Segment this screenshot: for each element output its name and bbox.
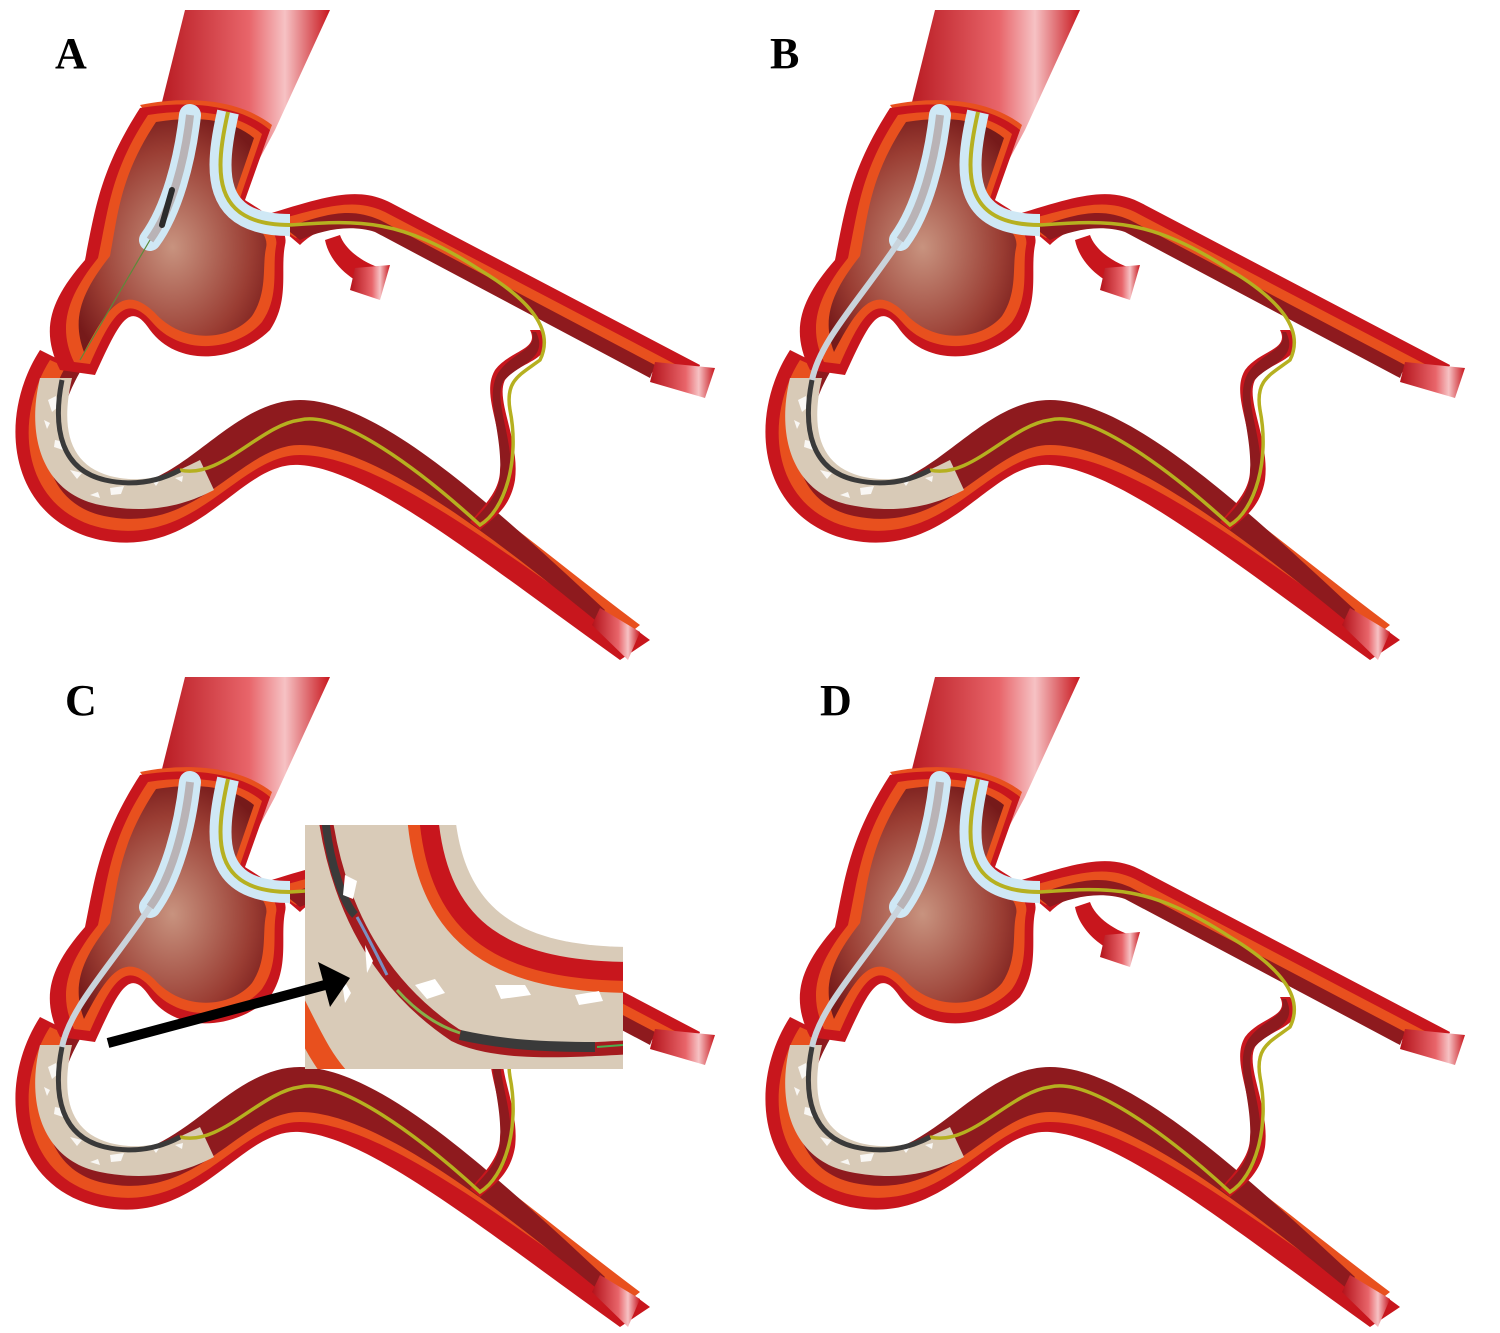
panel-d: D — [750, 667, 1500, 1333]
panel-c: C — [0, 667, 750, 1333]
panel-label: A — [55, 29, 87, 78]
panel-b: B — [750, 0, 1500, 666]
panel-label: C — [65, 676, 97, 725]
vessel-illustration-b — [765, 10, 1465, 660]
panel-a: A — [0, 0, 750, 666]
panel-label: D — [820, 676, 852, 725]
vessel-illustration-a — [15, 10, 715, 660]
vessel-illustration-c — [15, 677, 715, 1327]
magnified-inset — [305, 825, 623, 1069]
panel-label: B — [770, 29, 800, 78]
vessel-illustration-d — [765, 677, 1465, 1327]
inset-detail — [305, 825, 623, 1069]
